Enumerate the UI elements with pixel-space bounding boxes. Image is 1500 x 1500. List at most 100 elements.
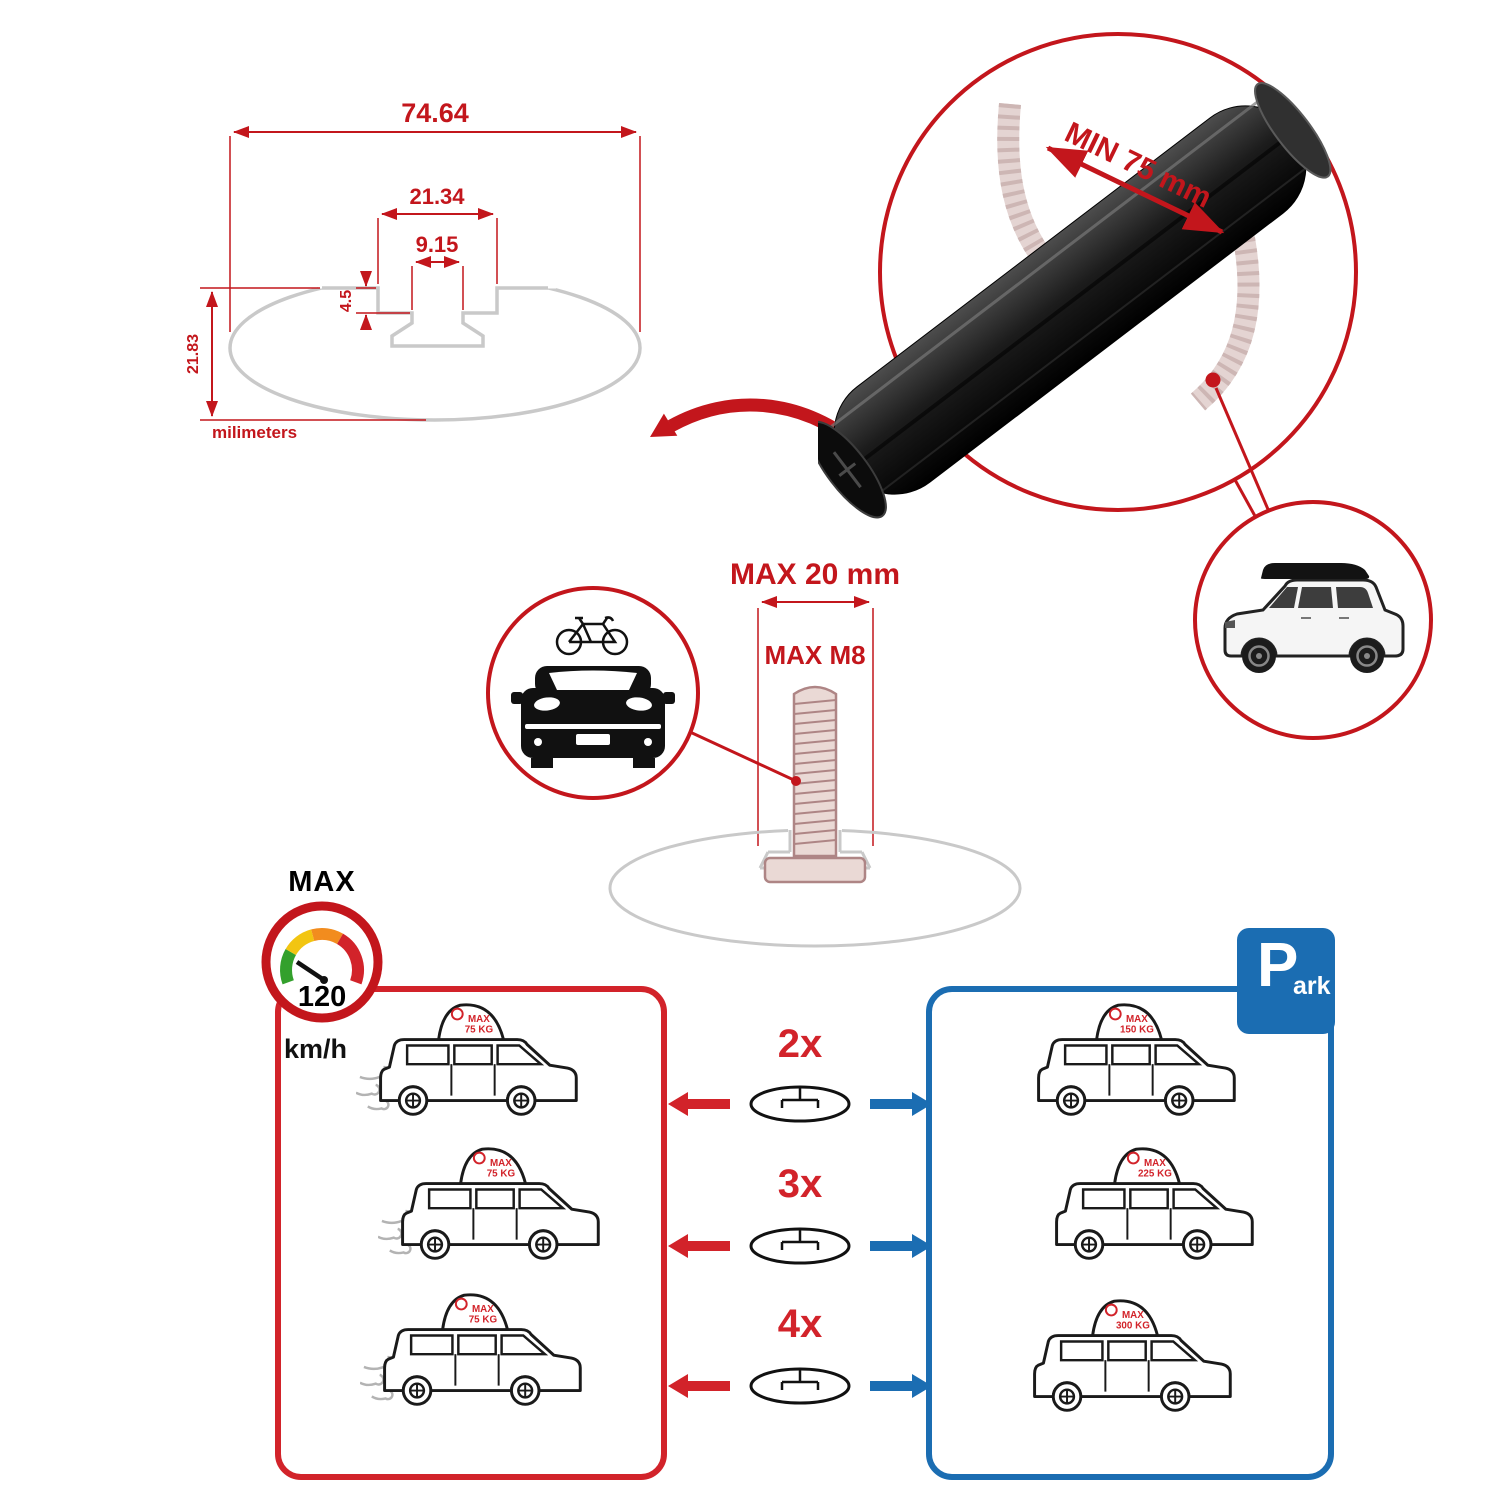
car-window — [475, 1188, 515, 1210]
wheel — [1181, 1229, 1213, 1260]
cargo-load-label: 300 KG — [1116, 1321, 1150, 1332]
slot-width-extensions — [411, 266, 464, 310]
total-width-value: 74.64 — [401, 98, 469, 128]
pointer-arrow-head — [650, 413, 678, 437]
cargo-max-label: MAX — [490, 1158, 512, 1169]
connector-line-2 — [1214, 387, 1272, 515]
wheel — [1163, 1085, 1195, 1116]
left-arrow-icon — [668, 1374, 730, 1398]
car-window — [457, 1334, 497, 1356]
driving-car-2: MAX 75 KG — [378, 1147, 600, 1260]
cargo-max-label: MAX — [1144, 1158, 1166, 1169]
crossbar-profile-drawing: 74.64 21.34 9.15 4.5 21.83 milimeters — [185, 98, 642, 442]
wheel — [419, 1229, 451, 1260]
car-fog-left — [534, 738, 542, 746]
car-window — [1129, 1188, 1169, 1210]
suv-wheel-front — [1242, 639, 1276, 673]
circle-to-bolt-line — [689, 730, 797, 783]
car-windshield — [518, 1188, 567, 1210]
max-thread-label: MAX M8 — [764, 640, 865, 670]
wheel — [401, 1375, 433, 1406]
speedometer-gauge — [280, 927, 364, 985]
crossbar-channel-glyph — [780, 1088, 820, 1108]
wheel — [527, 1229, 559, 1260]
suv-window-rear — [1336, 587, 1373, 608]
speed-units: km/h — [284, 1034, 348, 1064]
total-height-value: 21.83 — [185, 334, 202, 374]
cargo-max-label: MAX — [472, 1304, 494, 1315]
car-window — [405, 1044, 450, 1066]
car-headlight-left — [534, 697, 560, 711]
gauge-needle — [295, 960, 326, 982]
bar-lower-line — [876, 164, 1311, 496]
bar-closeup-inset: MIN 75 mm — [818, 32, 1433, 740]
park-sign-letter: P — [1257, 931, 1299, 1000]
max-bolt-width-label: MAX 20 mm — [730, 558, 900, 591]
cargo-load-label: 75 KG — [465, 1025, 494, 1036]
park-sign-suffix: ark — [1293, 972, 1331, 1000]
end-face-channel — [832, 451, 862, 489]
door-seams — [450, 1064, 496, 1096]
roof-cargo — [459, 1147, 527, 1186]
suv-wheel-rear — [1350, 639, 1384, 673]
bar-section-row-1 — [668, 1085, 932, 1123]
car-window — [1059, 1340, 1104, 1362]
wheel — [509, 1375, 541, 1406]
cargo-badge-icon — [1104, 1303, 1118, 1317]
gauge-orange — [311, 927, 343, 945]
car-wheel-right — [633, 758, 655, 768]
car-window — [1063, 1044, 1108, 1066]
car-windshield — [1150, 1340, 1199, 1362]
suv-window-mid — [1298, 587, 1333, 608]
roof-cargo — [1113, 1147, 1181, 1186]
lip-depth-value: 4.5 — [338, 290, 355, 312]
bar-section-row-3 — [668, 1367, 932, 1405]
cargo-load-label: 75 KG — [469, 1315, 498, 1326]
cargo-max-label: MAX — [468, 1014, 490, 1025]
driving-car-3: MAX 75 KG — [360, 1293, 582, 1406]
car-wheel-left — [531, 758, 553, 768]
right-arrow-icon — [870, 1234, 932, 1258]
t-bolt — [763, 685, 867, 884]
bolt-diagram: MAX 20 mm MAX M8 — [486, 558, 1022, 948]
parked-car-3: MAX 300 KG — [1033, 1299, 1232, 1412]
gauge-red — [336, 933, 364, 985]
bolt-t-head — [763, 856, 867, 884]
crossbar-section-icon — [749, 1367, 851, 1405]
roof-box — [1260, 563, 1370, 579]
crossbar-section-icon — [749, 1085, 851, 1123]
car-windshield — [1154, 1044, 1203, 1066]
suv-with-roofbox — [1223, 563, 1405, 673]
channel-width-extensions — [377, 218, 498, 284]
parked-car-2: MAX 225 KG — [1055, 1147, 1254, 1260]
speedometer-ring — [261, 901, 383, 1023]
door-seams — [454, 1354, 500, 1386]
car-mirror-left — [511, 692, 523, 704]
wheel — [1051, 1381, 1083, 1412]
bolt-threads — [793, 699, 837, 845]
left-arrow-icon — [668, 1092, 730, 1116]
gauge-green — [280, 949, 297, 985]
door-seams — [1108, 1064, 1154, 1096]
door-seams — [1126, 1208, 1172, 1240]
connector-line-1 — [1232, 477, 1257, 517]
park-sign: P ark — [1237, 928, 1335, 1034]
suv-windshield — [1269, 587, 1298, 608]
door-seams — [472, 1208, 518, 1240]
units-label: milimeters — [212, 423, 297, 442]
car-fog-right — [644, 738, 652, 746]
bicycle-icon — [555, 616, 629, 656]
arc-mask — [318, 218, 556, 289]
car-window — [453, 1044, 493, 1066]
bar-count-2x: 2x — [777, 1022, 823, 1066]
car-front-view — [511, 666, 675, 768]
speed-value: 120 — [298, 981, 346, 1013]
crossbar-channel-glyph — [780, 1230, 820, 1250]
wheel — [397, 1085, 429, 1116]
door-seams — [1104, 1360, 1150, 1392]
car-window — [1111, 1044, 1151, 1066]
total-height-extensions — [200, 287, 426, 421]
cargo-load-label: 150 KG — [1120, 1025, 1154, 1036]
right-arrow-icon — [870, 1092, 932, 1116]
